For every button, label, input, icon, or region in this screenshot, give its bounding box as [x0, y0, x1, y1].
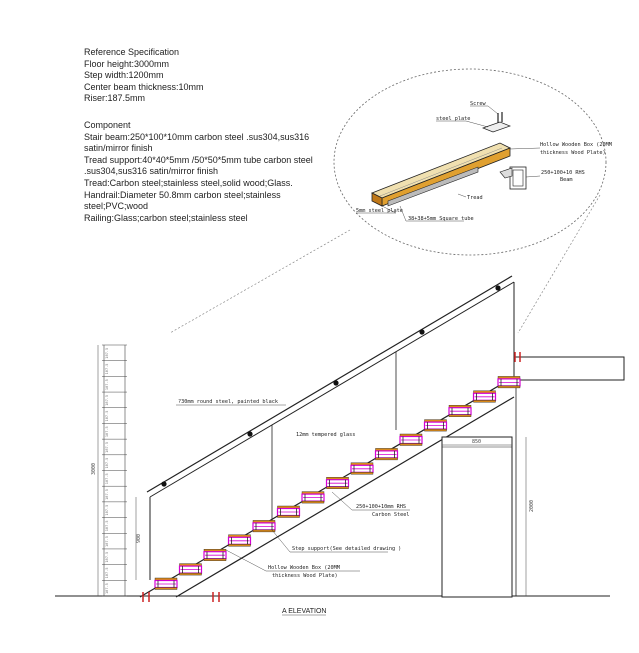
rhs-carbon-label: Carbon Steel [372, 512, 409, 518]
hollow-box-elev-label-2: thickness Wood Plate) [272, 573, 338, 579]
reference-line: Step width:1200mm [84, 70, 164, 81]
riser-dim-label: 187.5 [105, 426, 109, 437]
riser-dim-label: 187.5 [105, 536, 109, 547]
riser-dim-label: 187.5 [105, 552, 109, 563]
round-steel-label: ?30mm round steel, painted black [178, 399, 279, 405]
rhs-beam-label: 250+100+10mm RHS [356, 504, 406, 510]
riser-dim-label: 187.5 [105, 395, 109, 406]
stringer-beam-bottom [175, 396, 515, 598]
tread [227, 534, 252, 547]
tread [178, 563, 203, 576]
tread-label: Tread [467, 195, 483, 201]
screw-label: Screw [470, 101, 486, 107]
steel-plate-detail [482, 112, 511, 133]
tread [350, 462, 374, 475]
dim-850: 850 [472, 439, 481, 445]
hollow-box-elev-label: Hollow Wooden Box (20MM [268, 565, 340, 571]
tread [448, 405, 472, 417]
component-line: Tread:Carbon steel;stainless steel,solid… [84, 177, 293, 188]
hollow-box-label: Hollow Wooden Box (20MM [540, 142, 612, 148]
component-heading: Component [84, 120, 131, 130]
riser-dim-label: 187.5 [105, 473, 109, 484]
riser-dim-label: 187.5 [105, 411, 109, 422]
tread [497, 376, 521, 389]
dim-900: 900 [136, 534, 142, 543]
step-support-label: Step support(See detailed drawing ) [292, 546, 401, 552]
tread [325, 477, 350, 489]
riser-dim-label: 187.5 [105, 520, 109, 531]
tread [276, 505, 301, 518]
detail-circle [333, 68, 607, 256]
tread-box-detail [371, 142, 511, 207]
treads [154, 376, 521, 590]
under-stair-door [441, 436, 513, 598]
component-line: Railing:Glass;carbon steel;stainless ste… [84, 212, 248, 223]
reference-line: Center beam thickness:10mm [84, 81, 204, 92]
riser-dim-label: 187.5 [105, 364, 109, 375]
detail-leader-line [517, 194, 601, 334]
hollow-box-label-2: thickness Wood Plate) [540, 150, 606, 156]
reference-line: Floor height:3000mm [84, 58, 170, 69]
riser-dim-label: 187.5 [105, 442, 109, 453]
component-line: Handrail:Diameter 50.8mm carbon steel;st… [84, 189, 281, 212]
riser-dim-label: 187.5 [105, 458, 109, 469]
elevation-title: A ELEVATION [282, 608, 326, 615]
tread [301, 491, 325, 504]
dim-3000: 3000 [91, 463, 97, 475]
reference-heading: Reference Specification [84, 47, 180, 57]
riser-dim-label: 187.5 [105, 505, 109, 516]
tread [472, 390, 497, 403]
tread [374, 448, 399, 461]
handrail [146, 275, 513, 493]
riser-dim-label: 187.5 [105, 583, 109, 594]
tread [203, 549, 227, 561]
steel-plate-label: steel plate [436, 116, 470, 122]
handrail-brackets [161, 285, 501, 487]
component-line: Stair beam:250*100*10mm carbon steel .su… [84, 131, 310, 154]
plate-5mm-label: 5mm steel plate [356, 208, 403, 214]
rhs-label: 250+100+10 RHS [541, 170, 585, 176]
riser-dim-label: 187.5 [105, 567, 109, 578]
elevation-drawing: 187.5 187.5 187.5 187.5 187.5 187.5 187.5 187.5… [55, 275, 625, 616]
glass-label: 12mm tempered glass [296, 432, 355, 438]
component-line: Tread support:40*40*5mm /50*50*5mm tube … [84, 154, 313, 177]
beam-label: Beam [560, 177, 573, 183]
handrail-lower [149, 281, 515, 498]
anchors [142, 352, 521, 602]
upper-floor-slab [513, 356, 625, 381]
tread [423, 419, 448, 432]
detail-callout: Screw steel plate Hollow Wooden Box (20M… [169, 68, 612, 334]
riser-dim-label: 187.5 [105, 489, 109, 500]
detail-leader-line [169, 229, 351, 334]
reference-specification: Reference Specification Floor height:300… [84, 47, 334, 105]
riser-dimension-chain: 187.5 187.5 187.5 187.5 187.5 187.5 187.5 187.5… [102, 344, 127, 597]
beam-detail [499, 166, 527, 190]
tread [399, 433, 423, 446]
tread [252, 520, 276, 533]
riser-dim-label: 187.5 [105, 348, 109, 359]
riser-dim-label: 187.5 [105, 379, 109, 390]
square-tube-label: 38+38+5mm Square tube [408, 216, 474, 222]
component-list: Component Stair beam:250*100*10mm carbon… [84, 120, 334, 224]
tread [154, 577, 178, 590]
dim-2000: 2000 [529, 500, 535, 512]
reference-line: Riser:187.5mm [84, 93, 146, 104]
